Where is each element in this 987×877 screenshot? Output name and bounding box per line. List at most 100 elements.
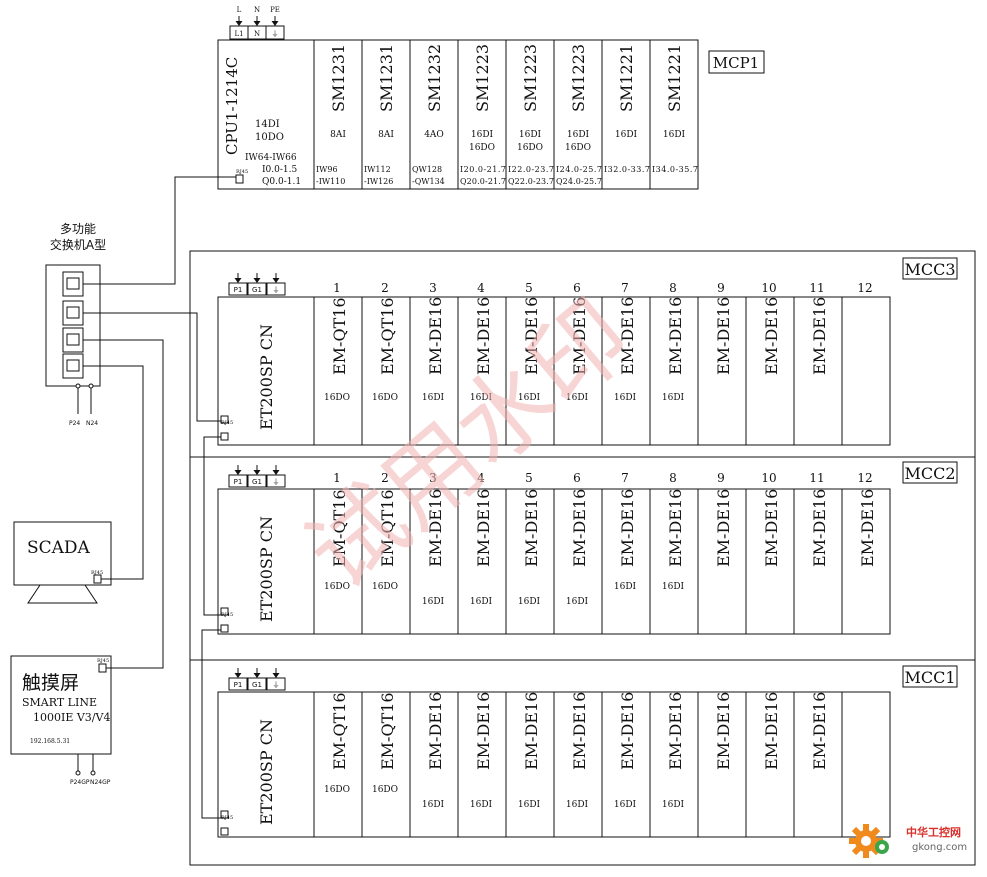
mcc-module-name-0-1: EM-QT16 (378, 297, 397, 375)
mcc-module-name-0-0: EM-QT16 (330, 297, 349, 375)
cable-mcc3-to-mcc2 (203, 436, 221, 616)
switch-port-inner-1 (66, 306, 80, 319)
mcp-module-addr-0-0: IW96 (316, 165, 338, 174)
mcc-module-0-11 (841, 296, 891, 446)
power-arrow-0 (235, 21, 243, 26)
mcc-module-io-1-5: 16DI (566, 597, 589, 607)
mcc-slot-number-0-9: 10 (761, 281, 776, 295)
mcc-title-box-0 (902, 257, 958, 280)
mcc-slot-number-1-1: 2 (381, 471, 389, 485)
mcc-module-name-2-10: EM-DE16 (810, 692, 829, 770)
switch-n24-label: N24 (86, 420, 98, 427)
switch-title-line2: 交换机A型 (50, 237, 106, 252)
mcc-slot-number-0-0: 1 (333, 281, 341, 295)
mcp-module-io-4-1: 16DO (517, 143, 543, 153)
mcc-module-1-11 (841, 488, 891, 635)
mcp-module-io-2-0: 4AO (424, 130, 444, 140)
hmi-n24-node (90, 770, 96, 776)
switch-port-0 (62, 271, 84, 297)
cable-switch-to-mcc3 (83, 312, 221, 422)
mcc-module-io-0-7: 16DI (662, 393, 685, 403)
mcc-module-io-2-0: 16DO (324, 785, 350, 795)
mcp-module-io-3-0: 16DI (471, 130, 494, 140)
mcc-module-name-1-7: EM-DE16 (666, 489, 685, 567)
mcc-slot-number-1-6: 7 (621, 471, 629, 485)
mcp1-title: MCP1 (713, 54, 759, 72)
mcc-power-label-1-0: P1 (234, 478, 243, 486)
mcc-module-name-2-3: EM-DE16 (474, 692, 493, 770)
mcc-slot-number-1-4: 5 (525, 471, 533, 485)
mcc-module-name-1-4: EM-DE16 (522, 489, 541, 567)
mcc-power-arrow-2-1 (253, 673, 261, 678)
mcp1-title-box (708, 50, 765, 74)
et200sp-label-2: ET200SP CN (257, 719, 276, 825)
cpu-address-main: IW64-IW66 (245, 153, 297, 163)
mcc-module-io-0-4: 16DI (518, 393, 541, 403)
mcp-module-addr-3-1: Q20.0-21.7 (460, 177, 506, 186)
switch-p24-node (75, 383, 81, 389)
mcc-module-name-2-4: EM-DE16 (522, 692, 541, 770)
mcc-slot-number-1-0: 1 (333, 471, 341, 485)
et200sp-rj45-a-1 (220, 607, 229, 616)
mcc-module-io-1-0: 16DO (324, 582, 350, 592)
mcc-module-name-2-1: EM-QT16 (378, 692, 397, 770)
cpu-port-label: RJ45 (236, 169, 248, 175)
hmi-model-line1: SMART LINE (22, 696, 97, 709)
mcc-module-name-0-4: EM-DE16 (522, 297, 541, 375)
mcc-slot-number-0-3: 4 (477, 281, 485, 295)
mcc-power-arrow-2-0 (234, 673, 242, 678)
mcc-module-name-1-3: EM-DE16 (474, 489, 493, 567)
scada-monitor-screen (13, 521, 112, 586)
mcp-module-io-7-0: 16DI (663, 130, 686, 140)
mcp-module-io-1-0: 8AI (378, 130, 394, 140)
mcc-module-name-0-3: EM-DE16 (474, 297, 493, 375)
cpu-address-inputs: I0.0-1.5 (262, 165, 297, 175)
mcc-slot-number-0-11: 12 (857, 281, 872, 295)
power-label-2: PE (270, 6, 280, 14)
mcc-power-arrow-0-2 (272, 278, 280, 283)
mcc-module-name-0-5: EM-DE16 (570, 297, 589, 375)
mcp-module-addr-2-0: QW128 (412, 165, 442, 174)
mcp-module-io-3-1: 16DO (469, 143, 495, 153)
mcc-slot-number-0-6: 7 (621, 281, 629, 295)
mcc-module-io-1-1: 16DO (372, 582, 398, 592)
mcc-module-name-2-0: EM-QT16 (330, 692, 349, 770)
mcp-module-io-5-0: 16DI (567, 130, 590, 140)
mcc-slot-number-1-2: 3 (429, 471, 437, 485)
hmi-p24-label: P24GP (70, 779, 90, 786)
mcc-slot-number-1-9: 10 (761, 471, 776, 485)
mcc-module-io-2-2: 16DI (422, 800, 445, 810)
et200sp-label-0: ET200SP CN (257, 324, 276, 430)
mcp-module-io-5-1: 16DO (565, 143, 591, 153)
cpu-name: CPU1-1214C (223, 57, 241, 155)
cpu-rj45-port (235, 174, 244, 184)
mcc-module-name-1-9: EM-DE16 (762, 489, 781, 567)
switch-body (45, 264, 101, 387)
mcp-module-addr-4-1: Q22.0-23.7 (508, 177, 554, 186)
mcc-module-name-1-2: EM-DE16 (426, 489, 445, 567)
mcc-module-name-1-1: EM-QT16 (378, 489, 397, 567)
cable-switch-to-scada (83, 365, 144, 580)
power-label-0: L (237, 6, 242, 14)
mcc-module-io-0-1: 16DO (372, 393, 398, 403)
gear-small-hole-icon (879, 844, 885, 850)
gear-tooth-icon (863, 850, 869, 858)
mcc-slot-number-0-7: 8 (669, 281, 677, 295)
mcc-module-io-2-4: 16DI (518, 800, 541, 810)
mcc-slot-number-1-11: 12 (857, 471, 872, 485)
mcc-power-label-2-0: P1 (234, 681, 243, 689)
scada-rj45-port (93, 574, 102, 584)
hmi-n24-label: N24GP (90, 779, 111, 786)
mcp-module-addr-4-0: I22.0-23.7 (508, 165, 554, 174)
mcc-module-name-1-8: EM-DE16 (714, 489, 733, 567)
et200sp-rj45-a-0 (220, 415, 229, 424)
mcc-power-label-1-1: G1 (252, 478, 262, 486)
mcc-slot-number-1-5: 6 (573, 471, 581, 485)
power-terminal-label-1: N (254, 30, 260, 38)
gear-hole-icon (861, 836, 871, 846)
mcc-module-io-1-6: 16DI (614, 582, 637, 592)
mcc-power-arrow-1-0 (234, 470, 242, 475)
mcc-power-arrow-1-1 (253, 470, 261, 475)
